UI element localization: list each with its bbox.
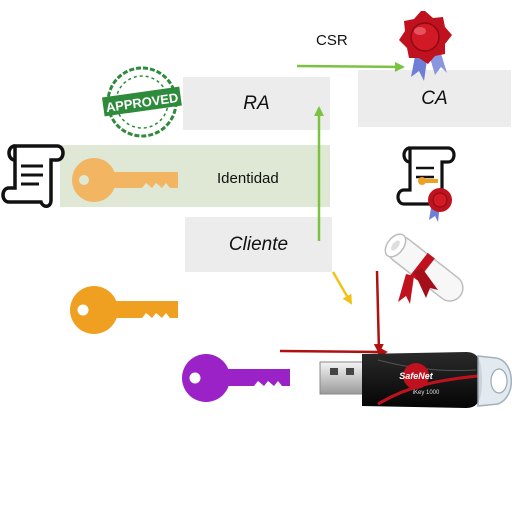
diploma-icon xyxy=(384,233,464,304)
key-icon xyxy=(72,158,178,202)
usb-model-text: iKey 1000 xyxy=(413,390,440,396)
private-key-to-token-arrow xyxy=(279,346,388,357)
csr-arrow xyxy=(296,61,405,72)
usb-brand-text: SafeNet xyxy=(399,371,434,381)
wax-seal-icon xyxy=(399,11,452,81)
key-icon xyxy=(182,354,290,402)
cliente-box: Cliente xyxy=(185,217,332,272)
scroll-icon xyxy=(1,144,65,208)
usb-token-icon: SafeNet iKey 1000 xyxy=(319,352,512,408)
cliente-to-token-arrow xyxy=(331,271,353,305)
approved-stamp-icon: APPROVED xyxy=(101,66,182,138)
csr-label: CSR xyxy=(316,32,348,49)
certificate-to-token-arrow xyxy=(373,270,384,354)
ca-box: CA xyxy=(358,70,511,127)
key-icon xyxy=(70,286,178,334)
cliente-label: Cliente xyxy=(228,233,289,255)
ca-label: CA xyxy=(421,87,448,109)
identidad-label: Identidad xyxy=(217,170,279,187)
certificate-icon xyxy=(396,146,456,222)
ra-label: RA xyxy=(243,92,270,114)
ra-box: RA xyxy=(183,77,330,130)
